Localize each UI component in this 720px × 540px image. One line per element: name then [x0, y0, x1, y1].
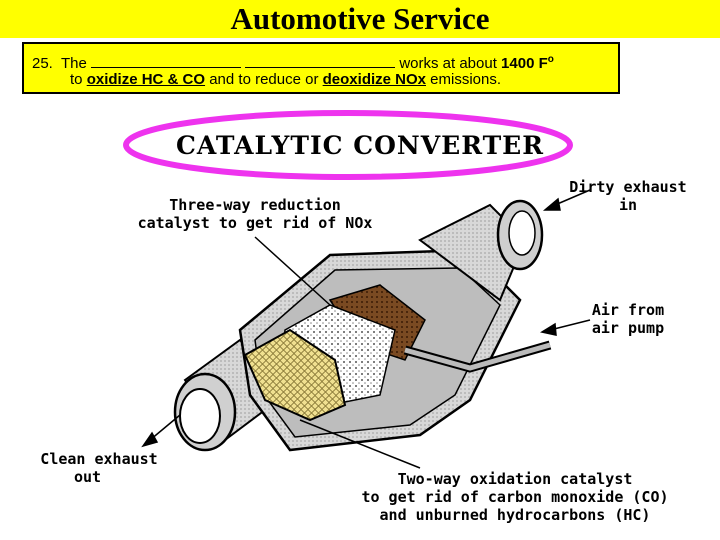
three-way-label-line-2: catalyst to get rid of NOx [137, 214, 373, 232]
question-and-to: and to reduce or [209, 71, 319, 88]
two-way-line-1: Two-way oxidation catalyst [397, 470, 633, 488]
two-way-line-3: and unburned hydrocarbons (HC) [379, 506, 651, 524]
answer-blank-2 [245, 53, 396, 68]
dirty-exhaust-label: Dirty exhaust in [558, 178, 698, 214]
title-bar: Automotive Service [0, 0, 720, 38]
question-emissions: emissions. [430, 71, 502, 88]
inlet-pipe [418, 199, 544, 302]
question-to: to [70, 71, 83, 88]
answer-blank-1 [90, 53, 241, 68]
question-line-2: to oxidize HC & CO and to reduce or deox… [70, 70, 501, 90]
clean-exhaust-line-2: out [74, 468, 102, 486]
catalytic-converter-diagram [123, 110, 591, 469]
two-way-line-2: to get rid of carbon monoxide (CO) [361, 488, 669, 506]
two-way-label: Two-way oxidation catalyst to get rid of… [350, 470, 680, 524]
air-pump-line-2: air pump [591, 319, 665, 337]
question-line-1: 25. The works at about 1400 Fo [32, 50, 554, 74]
air-pump-line-1: Air from [591, 301, 665, 319]
question-number: 25. [32, 55, 53, 72]
oxidize-term: oxidize HC & CO [86, 71, 206, 88]
three-way-label: Three-way reduction catalyst to get rid … [120, 196, 390, 232]
dirty-exhaust-line-2: in [618, 196, 638, 214]
pointer-lines [141, 189, 591, 469]
diagram-heading: CATALYTIC CONVERTER [175, 131, 545, 160]
dirty-exhaust-line-1: Dirty exhaust [569, 178, 687, 196]
oxidation-catalyst [243, 328, 347, 422]
page-title: Automotive Service [230, 1, 490, 36]
question-works-text: works at about [399, 55, 497, 72]
air-tube [404, 342, 551, 371]
question-box: 25. The works at about 1400 Fo to oxidiz… [22, 42, 620, 94]
heading-ellipse [123, 110, 573, 180]
question-temperature: 1400 F [501, 55, 548, 72]
deoxidize-term: deoxidize NOx [322, 71, 426, 88]
air-pump-label: Air from air pump [578, 301, 678, 337]
clean-exhaust-line-1: Clean exhaust [40, 450, 158, 468]
three-way-label-line-1: Three-way reduction [169, 196, 341, 214]
question-the: The [60, 55, 87, 72]
clean-exhaust-label: Clean exhaust out [34, 450, 164, 486]
degree-symbol: o [547, 54, 554, 65]
